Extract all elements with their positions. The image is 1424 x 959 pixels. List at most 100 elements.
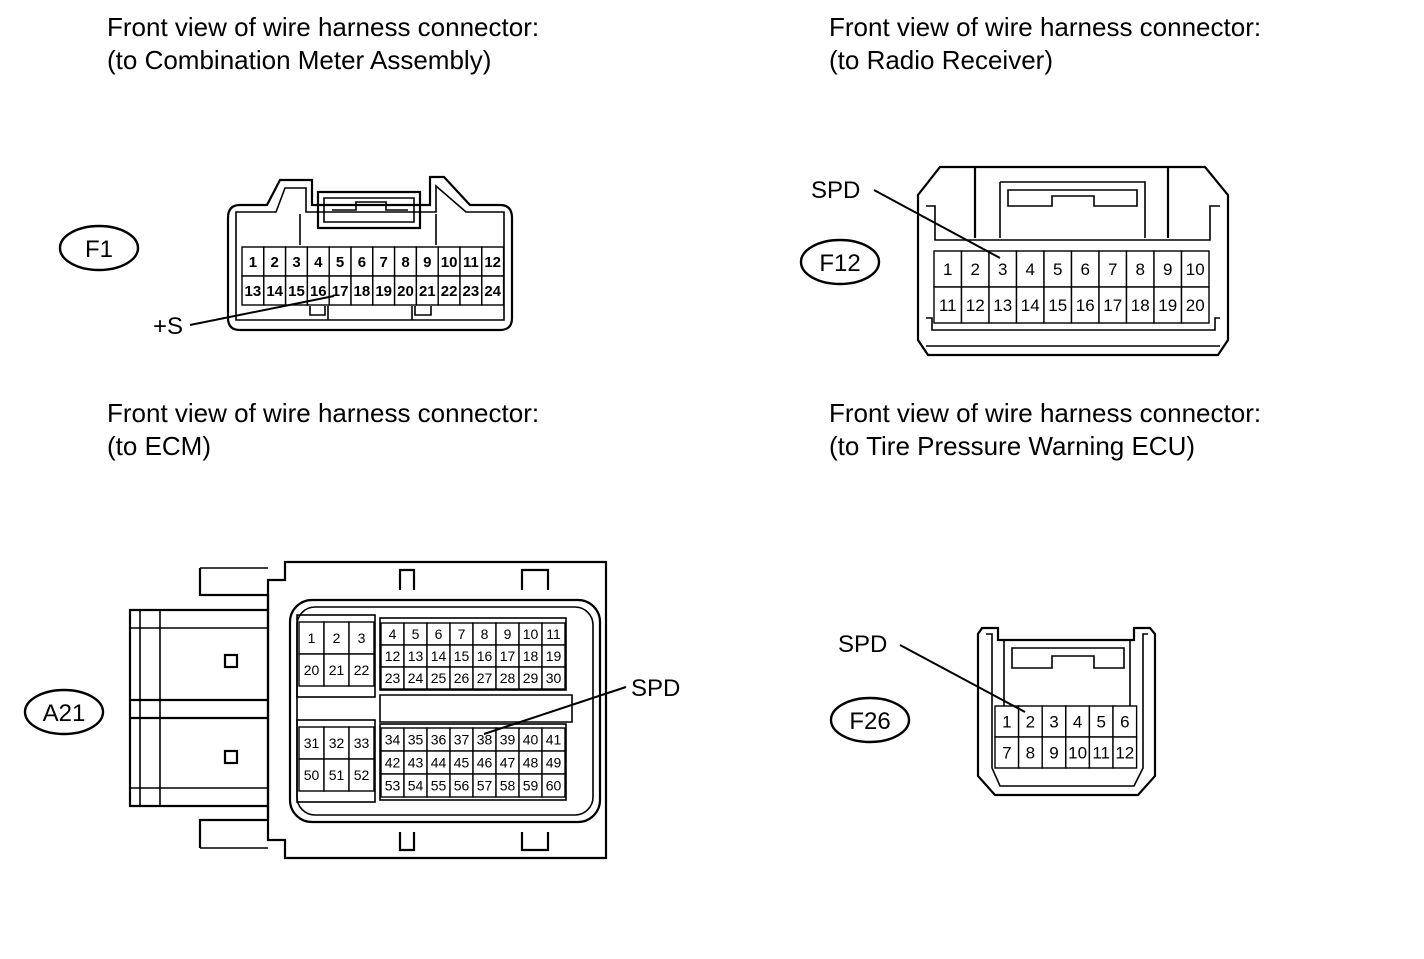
- pin-number-a21-31: 31: [304, 735, 320, 751]
- pin-number-f1-20: 20: [397, 283, 414, 300]
- leader-line-f26-spd: [899, 644, 1026, 713]
- pin-cell-f12-12: [960, 286, 990, 324]
- pin-number-a21-56: 56: [454, 778, 470, 794]
- pin-number-a21-17: 17: [500, 648, 516, 664]
- pin-number-f1-22: 22: [441, 283, 458, 300]
- pin-number-f12-3: 3: [998, 260, 1007, 279]
- pin-number-f12-13: 13: [993, 296, 1012, 315]
- pin-number-a21-50: 50: [304, 767, 320, 783]
- pin-cell-f12-19: [1153, 286, 1183, 324]
- pin-number-a21-21: 21: [329, 662, 345, 678]
- pin-number-a21-11: 11: [546, 626, 561, 642]
- pin-number-f1-10: 10: [441, 254, 458, 271]
- pin-number-f12-19: 19: [1158, 296, 1177, 315]
- pin-number-f26-7: 7: [1002, 744, 1011, 763]
- pin-number-a21-55: 55: [431, 778, 447, 794]
- pin-number-f1-14: 14: [266, 283, 283, 300]
- title-f26-line2: (to Tire Pressure Warning ECU): [829, 431, 1196, 461]
- code-f12: F12: [819, 250, 860, 277]
- pin-number-a21-19: 19: [546, 648, 562, 664]
- pin-number-a21-25: 25: [431, 670, 447, 686]
- pin-number-a21-6: 6: [435, 626, 443, 642]
- pin-number-a21-10: 10: [523, 626, 539, 642]
- pin-number-a21-40: 40: [523, 732, 539, 748]
- code-oval-a21: A21: [23, 688, 105, 736]
- code-a21: A21: [43, 700, 86, 727]
- pin-number-f12-15: 15: [1048, 296, 1067, 315]
- pin-number-a21-16: 16: [477, 648, 493, 664]
- pin-number-f26-3: 3: [1049, 713, 1058, 732]
- connector-f26-body: [976, 626, 1157, 797]
- pin-number-f1-11: 11: [463, 254, 479, 271]
- pin-number-a21-12: 12: [385, 648, 401, 664]
- pin-number-a21-1: 1: [308, 630, 316, 646]
- leader-line-f1-plus-s: [189, 295, 335, 326]
- pin-number-a21-29: 29: [523, 670, 539, 686]
- pin-number-f12-11: 11: [939, 296, 957, 315]
- pin-number-f1-9: 9: [423, 254, 431, 271]
- pin-label-a21: SPD: [631, 675, 680, 702]
- title-f12: Front view of wire harness connector: (t…: [829, 11, 1261, 77]
- pin-number-a21-15: 15: [454, 648, 470, 664]
- pin-cell-f26-12: [1112, 736, 1138, 769]
- pin-number-f12-1: 1: [943, 260, 952, 279]
- title-f26-line1: Front view of wire harness connector:: [829, 398, 1262, 428]
- pin-number-a21-14: 14: [431, 648, 447, 664]
- pin-number-f12-14: 14: [1021, 296, 1040, 315]
- pin-cell-f12-20: [1180, 286, 1210, 324]
- title-f1-line1: Front view of wire harness connector:: [107, 12, 540, 42]
- pin-number-f12-17: 17: [1103, 296, 1122, 315]
- pin-cell-a21-30: [541, 666, 566, 690]
- pin-number-f1-1: 1: [249, 254, 257, 271]
- connector-a21-body: [128, 560, 608, 860]
- pin-number-f26-4: 4: [1073, 713, 1082, 732]
- pin-number-f26-5: 5: [1096, 713, 1105, 732]
- pin-number-a21-54: 54: [408, 778, 424, 794]
- pin-number-a21-37: 37: [454, 732, 470, 748]
- pin-cell-a21-51: [323, 758, 350, 792]
- pin-number-f1-16: 16: [310, 283, 327, 300]
- pin-number-f12-8: 8: [1136, 260, 1145, 279]
- pin-number-f12-10: 10: [1186, 260, 1205, 279]
- pin-number-f1-13: 13: [245, 283, 262, 300]
- pin-number-f1-19: 19: [375, 283, 392, 300]
- pin-cell-a21-2: [323, 621, 350, 655]
- pin-number-f26-2: 2: [1026, 713, 1035, 732]
- code-oval-f12: F12: [799, 238, 881, 286]
- code-f1: F1: [85, 236, 113, 263]
- pin-number-a21-2: 2: [333, 630, 341, 646]
- pin-number-a21-44: 44: [431, 755, 447, 771]
- pin-number-a21-30: 30: [546, 670, 562, 686]
- pin-number-a21-5: 5: [412, 626, 420, 642]
- title-a21-line1: Front view of wire harness connector:: [107, 398, 540, 428]
- pin-number-a21-34: 34: [385, 732, 401, 748]
- pin-cell-a21-21: [323, 653, 350, 687]
- pin-number-a21-39: 39: [500, 732, 516, 748]
- pin-cell-f12-4: [1015, 250, 1045, 288]
- pin-number-a21-42: 42: [385, 755, 401, 771]
- pin-number-f12-2: 2: [971, 260, 980, 279]
- pin-number-a21-53: 53: [385, 778, 401, 794]
- pin-number-a21-3: 3: [358, 630, 366, 646]
- pin-number-a21-4: 4: [389, 626, 397, 642]
- pin-number-a21-45: 45: [454, 755, 470, 771]
- title-a21-line2: (to ECM): [107, 431, 211, 461]
- pin-number-f26-10: 10: [1068, 744, 1087, 763]
- pin-number-a21-41: 41: [546, 732, 562, 748]
- pin-number-a21-36: 36: [431, 732, 447, 748]
- pin-number-f12-20: 20: [1186, 296, 1205, 315]
- title-f26: Front view of wire harness connector: (t…: [829, 397, 1261, 463]
- pin-number-a21-58: 58: [500, 778, 516, 794]
- pin-number-a21-49: 49: [546, 755, 562, 771]
- pin-number-a21-60: 60: [546, 778, 562, 794]
- pin-number-f26-11: 11: [1092, 744, 1110, 763]
- pin-number-f12-5: 5: [1053, 260, 1062, 279]
- pin-number-a21-52: 52: [354, 767, 370, 783]
- pin-cell-a21-3: [348, 621, 375, 655]
- pin-cell-a21-22: [348, 653, 375, 687]
